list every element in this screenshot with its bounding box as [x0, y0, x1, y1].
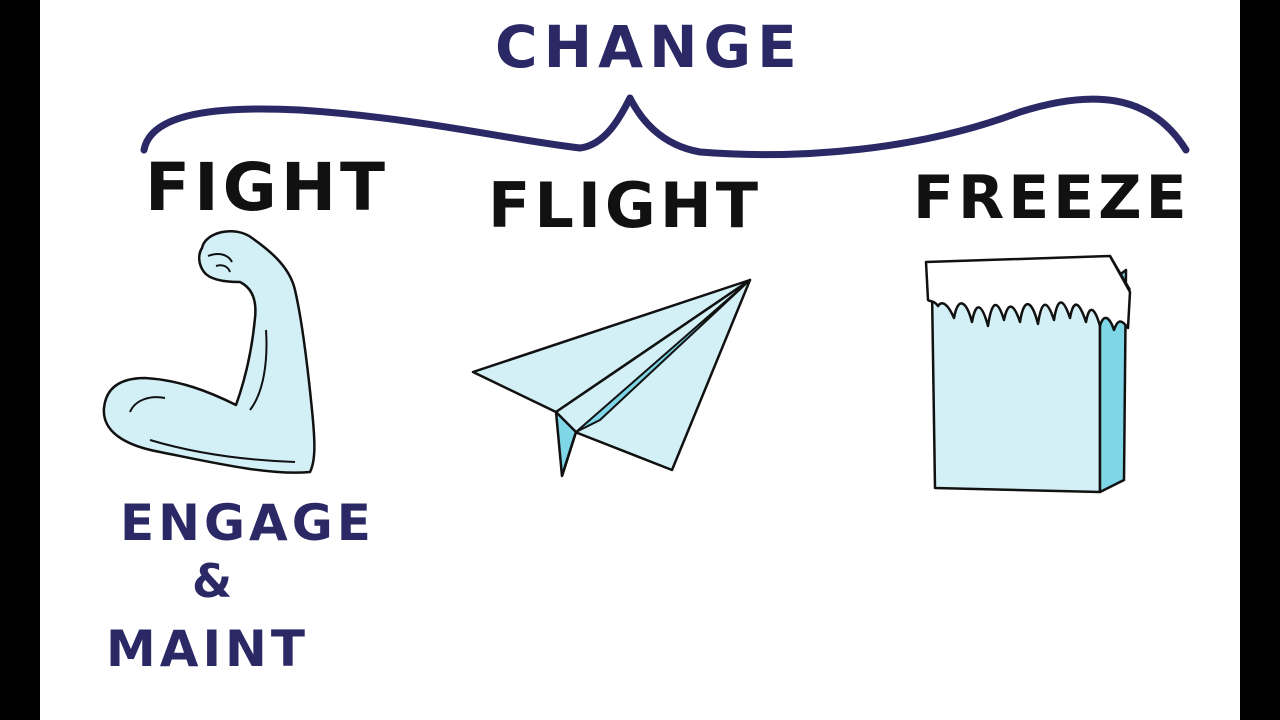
whiteboard: CHANGE FIGHT FLIGHT FREEZE ENGAGE & MAIN…	[40, 0, 1240, 720]
flexed-arm-icon	[102, 230, 316, 474]
curly-brace	[140, 94, 1190, 159]
fight-note-ampersand: &	[192, 554, 237, 608]
label-fight: FIGHT	[145, 149, 390, 226]
paper-plane-icon	[471, 278, 752, 478]
fight-note-engage: ENGAGE	[120, 494, 375, 552]
fight-note-maint: MAINT	[106, 620, 310, 678]
title-change: CHANGE	[495, 13, 803, 81]
drawing-layer	[102, 94, 1190, 494]
ice-block-icon	[924, 254, 1132, 494]
label-flight: FLIGHT	[488, 169, 762, 242]
label-freeze: FREEZE	[913, 163, 1191, 233]
